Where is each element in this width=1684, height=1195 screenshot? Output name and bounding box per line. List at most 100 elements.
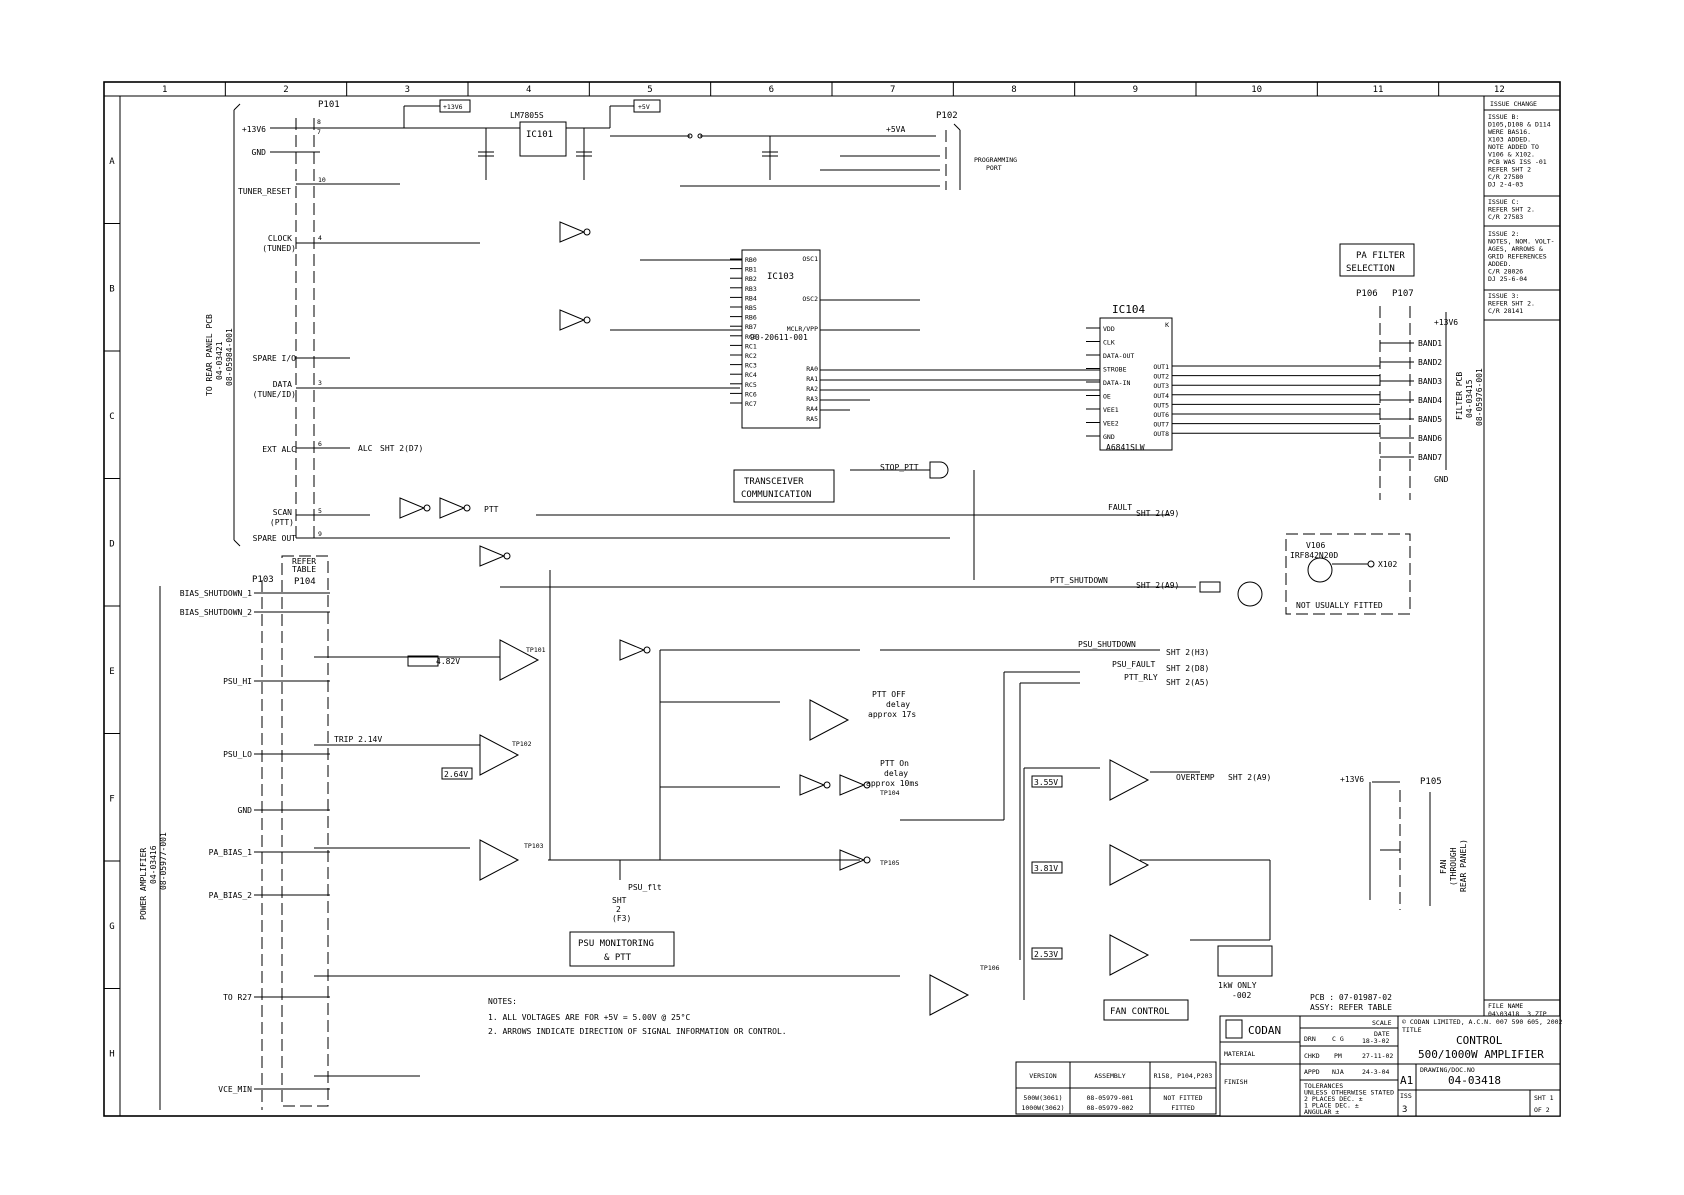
psu-fault-label: PSU_FAULT xyxy=(1112,660,1156,669)
opamp-symbol xyxy=(1109,934,1150,976)
issue-note-line: PCB WAS ISS -01 xyxy=(1488,158,1547,166)
v253-label: 2.53V xyxy=(1034,950,1058,959)
ic104-pin-right: OUT2 xyxy=(1153,373,1169,381)
tolerance-line: UNLESS OTHERWISE STATED xyxy=(1304,1089,1394,1097)
opamp-symbol xyxy=(499,639,540,681)
buffer-symbol xyxy=(559,309,586,331)
file-name-label: FILE NAME xyxy=(1488,1002,1523,1010)
psu-flt-ref-1: SHT xyxy=(612,896,627,905)
ptt-on-3: approx 10ms xyxy=(866,779,919,788)
filter-pcb-2: 04-03415 xyxy=(1465,379,1474,418)
note-1: 1. ALL VOLTAGES ARE FOR +5V = 5.00V @ 25… xyxy=(488,1013,690,1022)
issue-note-line: C/R 28141 xyxy=(1488,307,1523,315)
issue-note-line: DJ 2-4-03 xyxy=(1488,181,1523,189)
flag-5v-text: +5V xyxy=(638,103,650,111)
ptt-off-1: PTT OFF xyxy=(872,690,906,699)
refer-table-1: REFER xyxy=(292,557,316,566)
ic103-pin-left: RC2 xyxy=(745,352,757,360)
ic101 xyxy=(519,121,567,157)
ic103 xyxy=(741,249,821,429)
ptt-rly-ref: SHT 2(A5) xyxy=(1166,678,1209,687)
tolerance-line: 2 PLACES DEC. ± xyxy=(1304,1095,1363,1103)
ic104-pin-right: OUT5 xyxy=(1153,401,1169,409)
p106-label: P106 xyxy=(1356,289,1378,299)
fan-1: FAN xyxy=(1439,859,1448,874)
ic103-pin-left: RB0 xyxy=(745,256,757,264)
psu-flt-ref-2: 2 xyxy=(616,905,621,914)
opamp-symbol xyxy=(479,839,520,881)
pcb-no: PCB : 07-01987-02 xyxy=(1310,993,1392,1002)
not-fitted-box xyxy=(1285,533,1411,615)
ic103-pin-right: MCLR/VPP xyxy=(787,325,818,333)
opamp-symbol xyxy=(1109,759,1150,801)
fault-ref: SHT 2(A9) xyxy=(1136,509,1179,518)
ic104-pin-right: OUT6 xyxy=(1153,411,1169,419)
ic103-pin-left: RB5 xyxy=(745,304,757,312)
sig-spare-out: SPARE OUT xyxy=(253,534,297,543)
material-label: MATERIAL xyxy=(1224,1050,1255,1058)
psu-flt-ref-3: (F3) xyxy=(612,914,631,923)
version-cell: NOT FITTED xyxy=(1163,1094,1202,1102)
psu-fault-ref: SHT 2(D8) xyxy=(1166,664,1209,673)
row-label: B xyxy=(109,284,114,294)
v106-label: V106 xyxy=(1306,541,1325,550)
column-label: 12 xyxy=(1494,85,1505,95)
ic101-label: IC101 xyxy=(526,130,553,140)
buffer-symbol xyxy=(559,221,586,243)
pa-filter-box xyxy=(1339,243,1415,277)
psu-flt-label: PSU_flt xyxy=(628,883,662,892)
ic104-pin-right: K xyxy=(1165,321,1169,329)
fan-13v6: +13V6 xyxy=(1340,775,1364,784)
copyright: © CODAN LIMITED, A.C.N. 007 590 605, 200… xyxy=(1402,1018,1563,1026)
filter-pcb-1: FILTER PCB xyxy=(1455,372,1464,420)
issue-note-line: GRID REFERENCES xyxy=(1488,253,1547,261)
tp106: TP106 xyxy=(980,964,1000,972)
issue-note-line: DJ 25-6-04 xyxy=(1488,275,1527,283)
issue-note-line: D105,D108 & D114 xyxy=(1488,121,1551,129)
alc-ref: SHT 2(D7) xyxy=(380,444,423,453)
sig-clock: CLOCK xyxy=(268,234,292,243)
column-label: 1 xyxy=(162,85,167,95)
ic103-part: 90-20611-001 xyxy=(750,333,808,342)
ic104-pin-right: OUT1 xyxy=(1153,363,1169,371)
ic104-pin-left: VDD xyxy=(1103,325,1115,333)
band-label: BAND1 xyxy=(1418,339,1442,348)
signal-bias-shutdown-1: BIAS_SHUTDOWN_1 xyxy=(180,589,252,598)
ptt-label: PTT xyxy=(484,505,499,514)
column-label: 2 xyxy=(283,85,288,95)
version-cell: FITTED xyxy=(1171,1104,1195,1112)
ic104-pin-left: OE xyxy=(1103,393,1111,401)
v381-label: 3.81V xyxy=(1034,864,1058,873)
chkd-init: PM xyxy=(1334,1052,1342,1060)
row-label: H xyxy=(109,1049,114,1059)
chkd-date: 27-11-02 xyxy=(1362,1052,1393,1060)
column-label: 4 xyxy=(526,85,531,95)
issue-c-block: ISSUE C:REFER SHT 2.C/R 27583 xyxy=(1488,198,1535,221)
ic104-part: A6841SLW xyxy=(1106,443,1145,452)
opamp-symbol xyxy=(809,699,850,741)
band-label: BAND7 xyxy=(1418,453,1442,462)
ic104-pin-right: OUT8 xyxy=(1153,430,1169,438)
notes-title: NOTES: xyxy=(488,997,517,1006)
prog-port-2: PORT xyxy=(986,164,1002,172)
ic104-pin-left: GND xyxy=(1103,433,1115,441)
ic103-pin-right: OSC2 xyxy=(802,295,818,303)
issue-note-line: AGES, ARROWS & xyxy=(1488,245,1543,253)
version-header: R158, P104,P203 xyxy=(1154,1072,1213,1080)
onekw-2: -002 xyxy=(1232,991,1251,1000)
ic103-pin-right: OSC1 xyxy=(802,255,818,263)
buffer-symbol xyxy=(839,774,866,796)
sig-data-2: (TUNE/ID) xyxy=(253,390,296,399)
ptt-on-1: PTT On xyxy=(880,759,909,768)
power-amp-3: 08-05977-001 xyxy=(159,832,168,890)
tolerance-line: 1 PLACE DEC. ± xyxy=(1304,1102,1359,1110)
v106-part: IRF842N20D xyxy=(1290,551,1338,560)
date-label: DATE xyxy=(1374,1030,1390,1038)
tolerance-line: ANGULAR ± xyxy=(1304,1108,1339,1116)
ic104-pin-left: CLK xyxy=(1103,339,1115,347)
row-label: D xyxy=(109,539,114,549)
p107-label: P107 xyxy=(1392,289,1414,299)
